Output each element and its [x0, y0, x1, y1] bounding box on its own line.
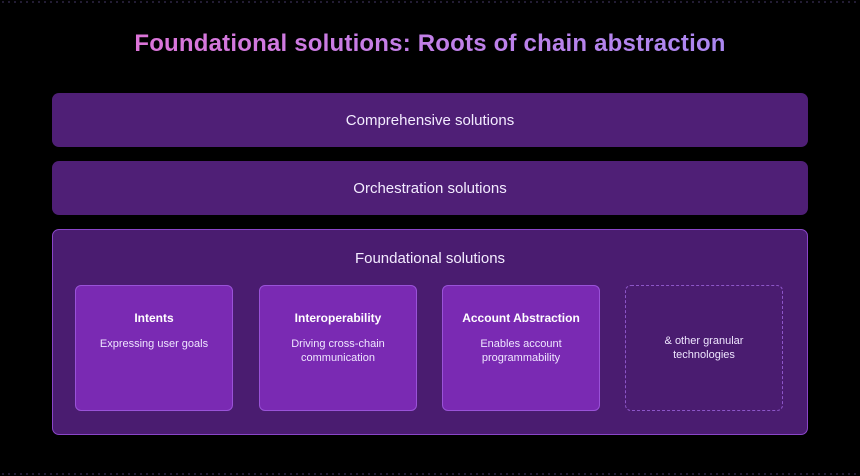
orchestration-solutions-layer: Orchestration solutions	[52, 161, 808, 215]
account-abstraction-card-description: Enables account programmability	[480, 338, 562, 364]
account-abstraction-card: Account Abstraction Enables account prog…	[442, 285, 600, 411]
orchestration-solutions-label: Orchestration solutions	[353, 179, 507, 197]
top-dotted-border	[0, 1, 860, 3]
interoperability-card-description: Driving cross-chain communication	[291, 338, 385, 364]
foundational-solutions-layer: Foundational solutions Intents Expressin…	[52, 229, 808, 435]
interoperability-card: Interoperability Driving cross-chain com…	[259, 285, 417, 411]
intents-card: Intents Expressing user goals	[75, 285, 233, 411]
other-technologies-card: & other granular technologies	[625, 285, 783, 411]
other-technologies-card-description: & other granular technologies	[664, 335, 744, 361]
intents-card-description: Expressing user goals	[99, 338, 209, 350]
page-title: Foundational solutions: Roots of chain a…	[0, 30, 860, 58]
comprehensive-solutions-label: Comprehensive solutions	[345, 111, 515, 129]
bottom-dotted-border	[0, 473, 860, 475]
comprehensive-solutions-layer: Comprehensive solutions	[52, 93, 808, 147]
foundational-solutions-label: Foundational solutions	[354, 250, 506, 267]
account-abstraction-card-title: Account Abstraction	[462, 311, 580, 325]
interoperability-card-title: Interoperability	[294, 311, 382, 325]
intents-card-title: Intents	[134, 311, 174, 325]
